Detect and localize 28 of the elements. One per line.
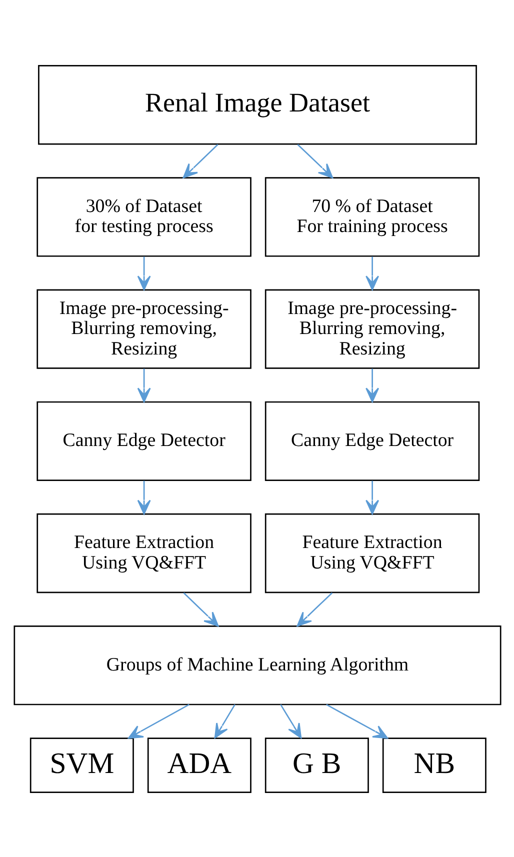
node-box: 30% of Dataset for testing process bbox=[36, 176, 251, 256]
node-box: ADA bbox=[146, 737, 251, 792]
node-box: Groups of Machine Learning Algorithm bbox=[13, 625, 501, 705]
arrow bbox=[182, 144, 218, 178]
arrow bbox=[365, 480, 379, 514]
arrow bbox=[280, 704, 302, 738]
node-box: Image pre-processing- Blurring removing, Resizing bbox=[264, 288, 480, 368]
arrow bbox=[136, 368, 150, 402]
arrow bbox=[136, 256, 150, 290]
arrow bbox=[296, 144, 333, 178]
arrow bbox=[182, 592, 218, 626]
node-box: Canny Edge Detector bbox=[264, 400, 480, 480]
node-box: Renal Image Dataset bbox=[38, 64, 476, 144]
arrow bbox=[365, 368, 379, 402]
node-box: Image pre-processing- Blurring removing, Resizing bbox=[36, 288, 251, 368]
node-box: 70 % of Dataset For training process bbox=[264, 176, 480, 256]
node-box: NB bbox=[382, 737, 486, 792]
arrow bbox=[128, 703, 189, 738]
node-box: Feature Extraction Using VQ&FFT bbox=[264, 512, 480, 593]
arrow bbox=[136, 480, 150, 514]
node-box: Feature Extraction Using VQ&FFT bbox=[36, 512, 251, 593]
arrow bbox=[214, 704, 235, 738]
node-box: SVM bbox=[29, 737, 134, 792]
arrow bbox=[365, 256, 379, 290]
arrow bbox=[296, 592, 332, 626]
arrow bbox=[326, 703, 388, 738]
node-box: Canny Edge Detector bbox=[36, 400, 251, 480]
node-box: G B bbox=[264, 737, 368, 792]
